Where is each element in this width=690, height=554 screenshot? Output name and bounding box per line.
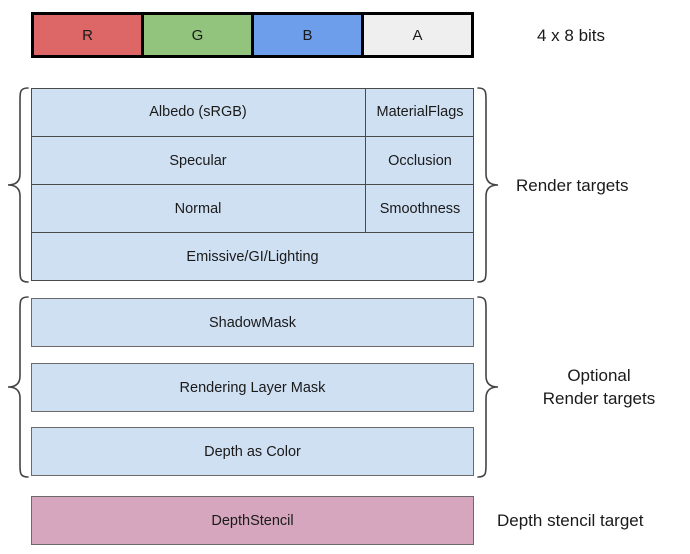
- optional-block-shadowmask: ShadowMask: [31, 298, 474, 347]
- render-target-row-specular: Specular Occlusion: [31, 136, 474, 184]
- render-target-main-specular: Specular: [169, 152, 227, 169]
- channel-cell-a: A: [364, 15, 471, 55]
- render-target-row-normal: Normal Smoothness: [31, 184, 474, 232]
- optional-block-depth-as-color: Depth as Color: [31, 427, 474, 476]
- render-target-main-albedo: Albedo (sRGB): [149, 104, 247, 120]
- channel-cell-g: G: [144, 15, 254, 55]
- optional-render-targets-side-label: Optional Render targets: [542, 366, 656, 408]
- render-target-row-emissive: Emissive/GI/Lighting: [31, 232, 474, 281]
- render-target-alpha-smoothness: Smoothness: [365, 185, 474, 232]
- channel-cell-b: B: [254, 15, 364, 55]
- depth-stencil-block: DepthStencil: [31, 496, 474, 545]
- channel-strip-side-label: 4 x 8 bits: [537, 26, 606, 45]
- left-brace-render-targets: [6, 86, 30, 284]
- render-target-alpha-materialflags: MaterialFlags: [365, 88, 474, 136]
- render-target-main-normal: Normal: [174, 200, 222, 217]
- channel-strip: R G B A: [31, 12, 474, 58]
- right-brace-render-targets: [476, 86, 502, 284]
- render-target-alpha-occlusion: Occlusion: [365, 137, 474, 184]
- left-brace-optional-render-targets: [6, 295, 30, 479]
- optional-block-rendering-layer-mask: Rendering Layer Mask: [31, 363, 474, 412]
- render-target-main-emissive: Emissive/GI/Lighting: [186, 249, 319, 265]
- depth-stencil-side-label: Depth stencil target: [497, 511, 644, 530]
- right-brace-optional-render-targets: [476, 295, 502, 479]
- render-targets-side-label: Render targets: [516, 176, 629, 195]
- channel-cell-r: R: [34, 15, 144, 55]
- render-target-row-albedo: Albedo (sRGB) MaterialFlags: [31, 88, 474, 136]
